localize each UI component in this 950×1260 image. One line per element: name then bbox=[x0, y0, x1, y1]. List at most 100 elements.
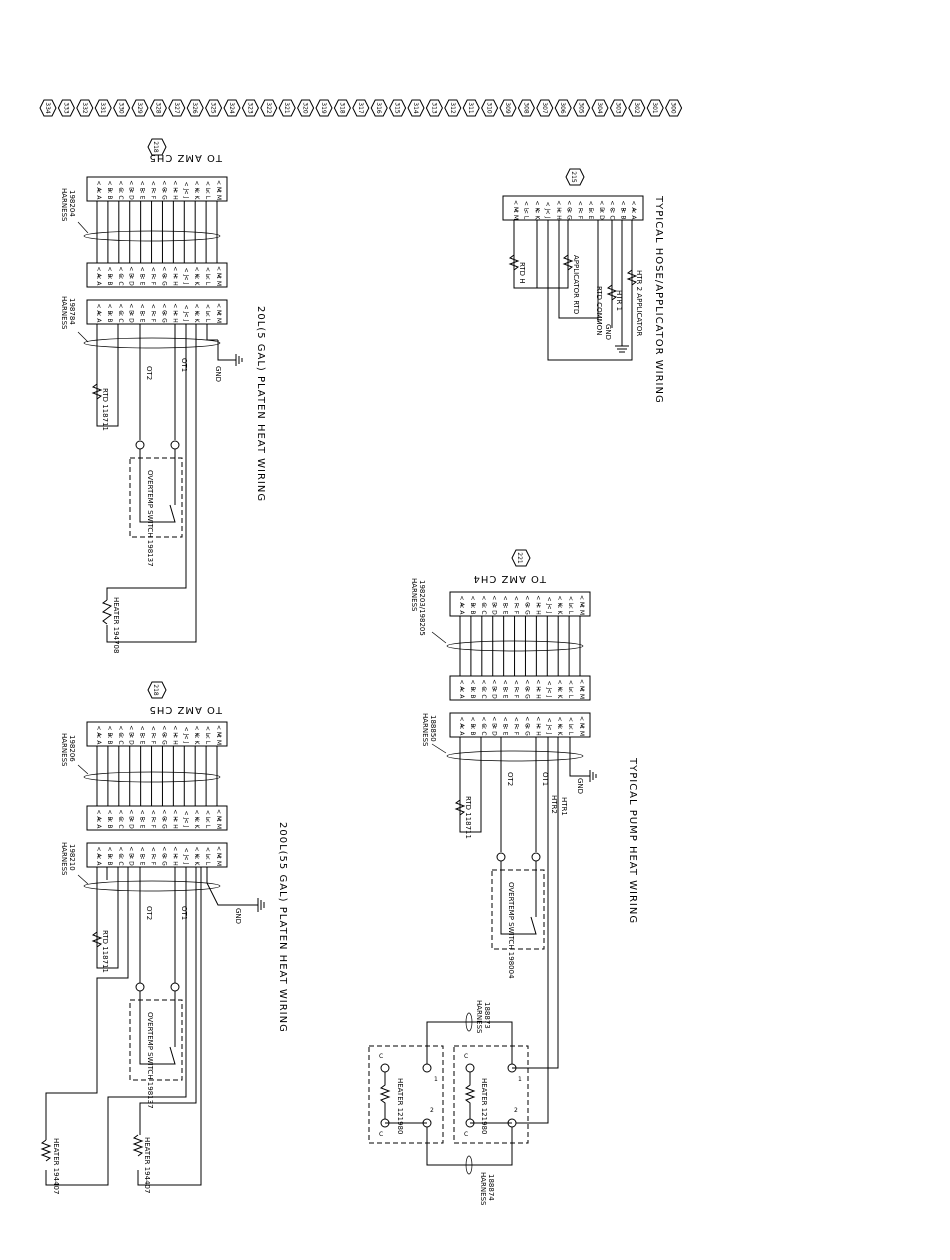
htr1-wire bbox=[512, 737, 559, 1069]
connector-pin-label: < A bbox=[95, 846, 102, 858]
terminal-icon bbox=[465, 1063, 475, 1073]
connector-pin-label: < B bbox=[106, 274, 113, 285]
connector-pin-label: < F bbox=[150, 818, 157, 829]
sheet-ref-hex: 314 bbox=[407, 99, 425, 117]
leader-line bbox=[431, 743, 447, 754]
sheet-ref-label: 301 bbox=[651, 102, 658, 114]
connector-pin-label: < E bbox=[139, 267, 146, 278]
heater-b-wire-1 bbox=[139, 867, 197, 1135]
connector-pin-label: < B bbox=[106, 725, 113, 736]
sheet-ref-label: 310 bbox=[486, 102, 493, 114]
heater-jumper-bottom bbox=[426, 1127, 513, 1166]
connector-top bbox=[86, 721, 228, 747]
connector-pin-label: < K bbox=[193, 855, 200, 867]
harness2-num: 198784 bbox=[68, 298, 76, 325]
connector-pin-label: < L bbox=[204, 189, 211, 200]
sheet-ref-hex: 326 bbox=[186, 99, 204, 117]
connector-pin-label: < M bbox=[578, 603, 585, 615]
platen20-title: 20L(5 GAL) PLATEN HEAT WIRING bbox=[255, 306, 266, 502]
hex-outline bbox=[223, 99, 241, 117]
connector-pin-label: < D bbox=[128, 188, 135, 200]
hex-outline bbox=[260, 99, 278, 117]
heater-b-label: HEATER 194407 bbox=[143, 1137, 151, 1193]
connector-pin-label: < F bbox=[513, 688, 520, 699]
pin-1: 1 bbox=[518, 1076, 522, 1083]
terminal-icon bbox=[422, 1063, 432, 1073]
connector-pin-label: < G bbox=[160, 311, 167, 323]
connector-pin-label: < M bbox=[215, 854, 222, 866]
hex-outline bbox=[628, 99, 646, 117]
connector-pin-label: < F bbox=[513, 680, 520, 691]
connector-pin-label: < B bbox=[106, 266, 113, 277]
connector-pin-label: < K bbox=[193, 847, 200, 859]
harness-tie bbox=[83, 230, 221, 242]
connector-pin-label: < E bbox=[502, 680, 509, 691]
section-ref-hex: 215 bbox=[565, 168, 585, 186]
connector-pin-label: < C bbox=[117, 274, 124, 285]
sheet-ref-hex: 302 bbox=[628, 99, 646, 117]
heater-wire-b bbox=[106, 324, 197, 643]
connector-pin-label: < M bbox=[215, 733, 222, 745]
connector-pin-label: < J bbox=[182, 182, 189, 191]
overtemp-box bbox=[129, 999, 183, 1081]
connector-pin-label: < B bbox=[106, 311, 113, 322]
connector-pin-label: < K bbox=[193, 810, 200, 822]
heater-a-wire-2 bbox=[45, 867, 187, 1186]
connector-pin-label: < H bbox=[171, 809, 178, 820]
sheet-ref-label: 300 bbox=[670, 102, 677, 114]
ot1-label: OT1 bbox=[180, 906, 188, 920]
connector-pin-label: < C bbox=[480, 595, 487, 606]
connector-pin-label: < E bbox=[139, 726, 146, 737]
connector-pin-label: < F bbox=[513, 717, 520, 728]
connector-pin-label: < B bbox=[469, 724, 476, 735]
connector-pin-label: < K bbox=[193, 312, 200, 324]
connector-pin-label: < D bbox=[598, 200, 605, 212]
connector-pin-label: < E bbox=[502, 688, 509, 699]
connector-pin-label: < D bbox=[491, 603, 498, 615]
terminal-icon bbox=[496, 852, 506, 862]
connector-pin-label: < F bbox=[150, 304, 157, 315]
sheet-ref-label: 329 bbox=[136, 102, 143, 114]
connector-pin-label: < C bbox=[117, 180, 124, 191]
connector-mid-a bbox=[449, 675, 591, 701]
sheet-ref-label: 306 bbox=[559, 102, 566, 114]
connector-pin-label: < H bbox=[171, 846, 178, 857]
connector-pin-label: < G bbox=[160, 854, 167, 866]
heater-b-label: HEATER 121980 bbox=[396, 1078, 404, 1134]
connector-pin-label: < C bbox=[117, 303, 124, 314]
connector-pin-label: < E bbox=[502, 596, 509, 607]
connector-pin-label: < J bbox=[182, 305, 189, 314]
sheet-ref-label: 320 bbox=[302, 102, 309, 114]
hex-outline bbox=[609, 99, 627, 117]
section-ref-hex: 221 bbox=[511, 549, 531, 567]
connector-pin-label: < A bbox=[95, 266, 102, 278]
connector-pin-label: < A bbox=[458, 595, 465, 607]
connector-pin-label: < L bbox=[204, 810, 211, 821]
connector-pin-label: < F bbox=[150, 275, 157, 286]
connector-pin-label: < J bbox=[545, 597, 552, 606]
harness3-num: 188873 bbox=[483, 1002, 491, 1029]
sheet-ref-hex: 320 bbox=[297, 99, 315, 117]
rtd-loop bbox=[96, 324, 119, 427]
connector-pin-label: < F bbox=[150, 810, 157, 821]
heater-b-wire-2 bbox=[137, 867, 202, 1186]
harness-tie bbox=[83, 880, 221, 892]
connector-pin-label: < J bbox=[182, 819, 189, 828]
connector-pin-label: < F bbox=[150, 189, 157, 200]
sheet-ref-label: 328 bbox=[154, 102, 161, 114]
connector-pin-label: < G bbox=[160, 809, 167, 821]
connector-pin-label: < G bbox=[523, 716, 530, 728]
connector-pin-label: < C bbox=[117, 188, 124, 199]
hex-outline bbox=[168, 99, 186, 117]
connector-pin-label: < K bbox=[193, 181, 200, 193]
connector-pin-label: < J bbox=[182, 190, 189, 199]
leader-line bbox=[431, 631, 447, 644]
connector-pin-label: < B bbox=[106, 846, 113, 857]
ot1-label: OT1 bbox=[541, 772, 549, 786]
connector-pin-label: < H bbox=[534, 724, 541, 735]
sheet-ref-hex: 327 bbox=[168, 99, 186, 117]
hex-ref-label: 215 bbox=[570, 171, 577, 183]
hose-connector bbox=[502, 195, 644, 221]
rtd-resistor bbox=[454, 799, 466, 816]
